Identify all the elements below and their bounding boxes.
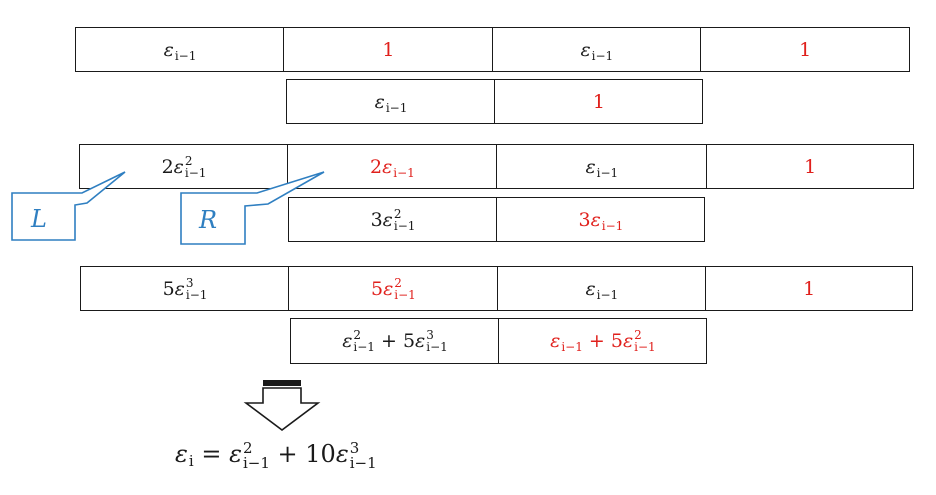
cell-r1-c4: 1 <box>700 27 911 72</box>
cell-r2-c1: ε i−1 <box>286 79 496 124</box>
cell-r1-c3: ε i−1 <box>491 27 702 72</box>
cell-r3-c3: ε i−1 <box>495 144 708 189</box>
arrow-bars-icon <box>263 380 301 386</box>
callout-l-shape <box>11 171 126 241</box>
row-1: ε i−1 1 ε i−1 1 <box>75 27 911 72</box>
callout-r-shape <box>180 171 325 245</box>
cell-r5-c4: 1 <box>705 266 914 311</box>
cell-r1-c1: ε i−1 <box>75 27 285 72</box>
cell-r3-c4: 1 <box>706 144 915 189</box>
cell-r5-c3: ε i−1 <box>496 266 707 311</box>
row-2: ε i−1 1 <box>286 79 704 124</box>
cell-r1-c2: 1 <box>283 27 494 72</box>
down-arrow-icon <box>243 387 321 431</box>
callout-r-label: R <box>199 206 218 234</box>
callout-l-label: L <box>31 205 47 233</box>
cell-r2-c2: 1 <box>494 79 704 124</box>
